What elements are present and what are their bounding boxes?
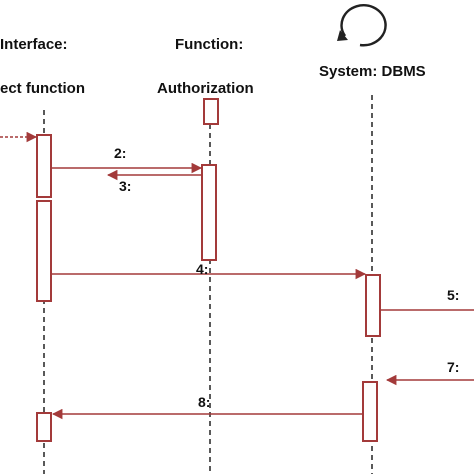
participant-function-title: Function: (175, 36, 244, 53)
participant-system-title: System: DBMS (319, 63, 426, 80)
activation-system-1 (365, 274, 381, 337)
activation-system-2 (362, 381, 378, 442)
participant-function-subtitle: Authorization (157, 80, 254, 97)
participant-interface-subtitle: ect function (0, 80, 85, 97)
message-8-label: 8: (198, 394, 211, 410)
message-7-label: 7: (447, 359, 460, 375)
message-3-label: 3: (119, 178, 132, 194)
function-head-box (203, 98, 219, 125)
message-5-label: 5: (447, 287, 460, 303)
activation-function (201, 164, 217, 261)
self-loop-icon (337, 4, 387, 47)
message-2-label: 2: (114, 145, 127, 161)
activation-interface-1 (36, 134, 52, 198)
message-4-label: 4: (196, 261, 209, 277)
activation-interface-2 (36, 200, 52, 302)
activation-interface-3 (36, 412, 52, 442)
participant-interface-title: Interface: (0, 36, 68, 53)
